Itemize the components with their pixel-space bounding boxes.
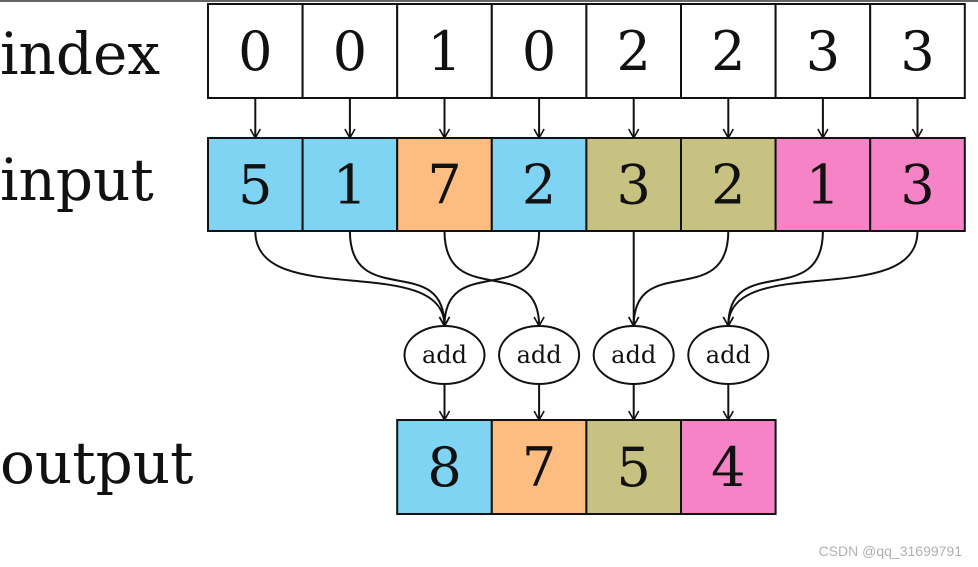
input-value: 1	[333, 154, 367, 217]
output-value: 8	[427, 436, 461, 499]
index-label: index	[0, 20, 160, 88]
add-node-label: add	[611, 341, 656, 369]
input-value: 7	[427, 154, 461, 217]
add-node-label: add	[517, 341, 562, 369]
output-label: output	[0, 429, 193, 497]
scatter-arrow	[348, 230, 451, 328]
index-value: 2	[711, 20, 745, 83]
output-value: 4	[711, 436, 745, 499]
input-cell	[396, 137, 493, 232]
index-value: 3	[806, 20, 840, 83]
input-cell	[585, 137, 683, 232]
input-cell	[207, 137, 304, 232]
index-cell	[301, 3, 399, 99]
index-value: 0	[522, 20, 556, 83]
input-value: 1	[806, 154, 840, 217]
index-value: 0	[238, 20, 272, 83]
scatter-arrow	[443, 230, 545, 328]
index-cell	[680, 3, 777, 99]
input-cell	[869, 137, 966, 232]
input-value: 3	[900, 154, 934, 217]
output-cell	[680, 419, 777, 515]
index-arrows	[249, 98, 924, 140]
index-value: 1	[427, 20, 461, 83]
output-arrows	[438, 384, 734, 422]
input-value: 3	[617, 154, 651, 217]
scatter-arrow	[722, 230, 824, 328]
index-cell	[869, 3, 966, 99]
input-value: 2	[522, 154, 556, 217]
output-value: 5	[617, 436, 651, 499]
output-cell	[396, 419, 493, 515]
watermark: CSDN @qq_31699791	[818, 543, 962, 559]
scatter-arrow	[438, 230, 541, 328]
scatter-arrow	[722, 230, 919, 328]
input-value: 5	[238, 154, 272, 217]
index-value: 3	[900, 20, 934, 83]
add-node-label: add	[706, 341, 751, 369]
merge-arrows	[254, 230, 919, 328]
add-node-label: add	[422, 341, 467, 369]
index-value: 0	[333, 20, 367, 83]
input-label: input	[0, 146, 154, 214]
scatter-arrow	[628, 230, 730, 328]
output-value: 7	[522, 436, 556, 499]
input-value: 2	[711, 154, 745, 217]
add-nodes: add add add add	[403, 325, 770, 385]
index-value: 2	[617, 20, 651, 83]
output-cell	[585, 419, 683, 515]
scatter-arrow	[254, 230, 451, 328]
input-cell	[774, 137, 872, 232]
